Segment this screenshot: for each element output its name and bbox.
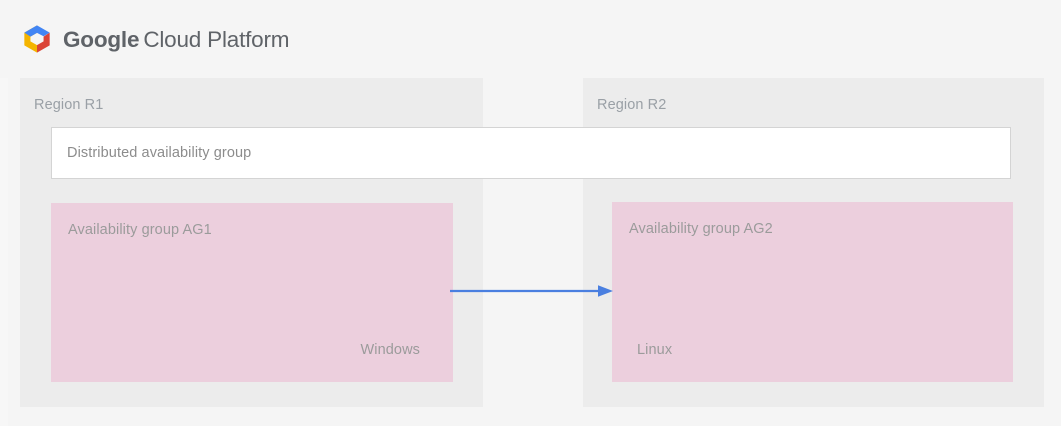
region-label-r2: Region R2 [597, 97, 667, 113]
distributed-availability-group-box: Distributed availability group [51, 127, 1011, 179]
distributed-availability-group-label: Distributed availability group [67, 145, 252, 161]
google-cloud-platform-logo-icon [24, 25, 50, 53]
wordmark-google: Google [63, 26, 140, 52]
availability-group-title-ag2: Availability group AG2 [629, 221, 773, 237]
availability-group-title-ag1: Availability group AG1 [68, 222, 212, 238]
arrow-right-icon [450, 285, 613, 297]
region-label-r1: Region R1 [34, 97, 104, 113]
os-label-windows: Windows [360, 342, 420, 358]
availability-group-box-ag2: Availability group AG2 Linux [612, 202, 1013, 382]
os-label-linux: Linux [637, 342, 673, 358]
wordmark-cloud-platform: Cloud Platform [143, 26, 290, 52]
availability-group-box-ag1: Availability group AG1 Windows [51, 203, 453, 382]
